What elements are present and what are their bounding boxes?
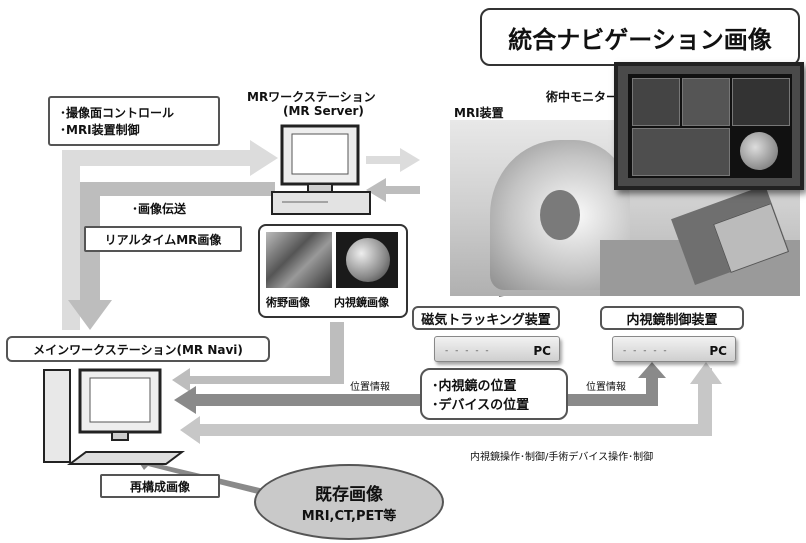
existing-images-ellipse: 既存画像 MRI,CT,PET等 — [254, 464, 444, 540]
thumbnail-panel: 術野画像 内視鏡画像 — [258, 224, 408, 318]
existing-images-sub: MRI,CT,PET等 — [302, 505, 397, 524]
mri-to-server-arrow — [366, 178, 420, 202]
endoscope-controller-pc: - - - - - PC — [612, 336, 736, 362]
magnetic-tracker-pc: - - - - - PC — [434, 336, 560, 362]
position-line-2: ･デバイスの位置 — [432, 394, 529, 413]
position-box: ･内視鏡の位置 ･デバイスの位置 — [420, 368, 568, 420]
control-box: ･撮像面コントロール ･MRI装置制御 — [48, 96, 220, 146]
endoscope-controller-pc-label: PC — [709, 344, 727, 358]
control-line-2: ･MRI装置制御 — [60, 121, 140, 138]
field-image-label: 術野画像 — [266, 294, 310, 310]
image-transfer-label: ･画像伝送 — [112, 196, 206, 220]
main-workstation-computer-icon — [40, 364, 190, 474]
mri-device-label: MRI装置 — [454, 104, 504, 121]
magnetic-tracker-pc-label: PC — [533, 344, 551, 358]
image-transfer-arrow-bar — [100, 182, 275, 196]
mr-workstation-sub: (MR Server) — [283, 104, 364, 118]
intraop-monitor — [614, 62, 804, 190]
mr-workstation-name: MRワークステーション — [247, 88, 376, 105]
endoscope-image-label: 内視鏡画像 — [334, 294, 389, 310]
field-image-photo — [266, 232, 332, 288]
position-line-1: ･内視鏡の位置 — [432, 375, 517, 394]
intraop-monitor-label: 術中モニター — [546, 88, 618, 105]
integrated-nav-title: 統合ナビゲーション画像 — [480, 8, 800, 66]
endoscope-image-photo — [336, 232, 398, 288]
position-info-right-label: 位置情報 — [586, 378, 626, 393]
server-to-mri-arrow — [366, 148, 420, 172]
reconstructed-image-label: 再構成画像 — [100, 474, 220, 498]
position-info-left-label: 位置情報 — [350, 378, 390, 393]
mr-server-computer-icon — [268, 122, 374, 218]
control-line-1: ･撮像面コントロール — [60, 104, 174, 121]
bottom-operation-label: 内視鏡操作･制御/手術デバイス操作･制御 — [470, 448, 653, 463]
existing-images-title: 既存画像 — [315, 480, 383, 505]
endoscope-controller-label: 内視鏡制御装置 — [600, 306, 744, 330]
magnetic-tracker-label: 磁気トラッキング装置 — [412, 306, 560, 330]
realtime-mr-label: リアルタイムMR画像 — [84, 226, 242, 252]
main-workstation-label: メインワークステーション(MR Navi) — [6, 336, 270, 362]
